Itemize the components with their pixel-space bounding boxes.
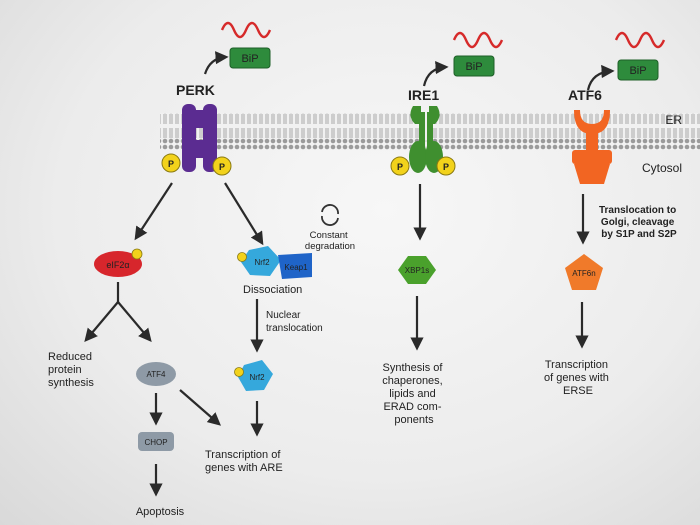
translocation-golgi-text: Translocation to Golgi, cleavage by S1P … (599, 205, 679, 240)
bip-release-arrow-atf6 (586, 64, 615, 91)
phospho-nrf2-nuclear (234, 367, 244, 377)
bip-label-atf6: BiP (629, 65, 646, 77)
atf6n-node (565, 254, 603, 290)
perk-to-eif2a-arrow (134, 182, 173, 241)
perk-label: PERK (176, 82, 215, 98)
nrf2-nuclear-node (238, 360, 273, 391)
xbp1s-node (398, 256, 436, 284)
chop-label: CHOP (144, 438, 167, 447)
apoptosis-label: Apoptosis (136, 506, 185, 518)
bip-release-arrow-ire1 (422, 61, 449, 87)
xbp1s-label: XBP1s (405, 266, 429, 275)
cytosol-label: Cytosol (642, 161, 682, 175)
eif2a-to-reduced-synthesis-arrow (84, 301, 119, 343)
perk-to-nrf2-arrow (224, 182, 264, 246)
bip-box-atf6 (617, 59, 659, 81)
er-label: ER (665, 113, 682, 127)
phospho-ire1-right (436, 156, 456, 176)
keap1-label: Keap1 (284, 263, 308, 272)
dissociation-label: Dissociation (243, 284, 302, 296)
eif2a-node (94, 251, 142, 277)
chop-node (138, 432, 174, 451)
phospho-label: P (397, 162, 403, 172)
eif2a-label: eIF2α (106, 260, 129, 270)
transcription-are-text: Transcription of genes with ARE (205, 449, 283, 474)
phospho-perk-right (212, 156, 232, 176)
synthesis-chaperones-text: Synthesis of chaperones, lipids and ERAD… (382, 362, 446, 426)
constant-degradation-text: Constant degradation (305, 230, 355, 252)
bip-label-ire1: BiP (465, 61, 482, 73)
phospho-eif2a (131, 248, 143, 260)
phospho-ire1-left (390, 156, 410, 176)
degradation-cycle-icon (321, 204, 339, 226)
bip-box-perk (229, 47, 271, 69)
atf4-label: ATF4 (147, 370, 167, 379)
transcription-erse-text: Transcription of genes with ERSE (544, 359, 612, 397)
nuclear-translocation-text: Nuclear translocation (266, 310, 323, 334)
reduced-protein-synthesis-text: Reduced protein synthesis (48, 351, 95, 389)
phospho-nrf2 (237, 252, 247, 262)
unfolded-protein-wave-ire1 (452, 31, 504, 49)
keap1-node (278, 253, 312, 279)
atf6-receptor (572, 110, 612, 184)
nrf2-nuclear-label: Nrf2 (249, 373, 265, 382)
nrf2-label: Nrf2 (254, 258, 270, 267)
atf6-label: ATF6 (568, 87, 602, 103)
phospho-label: P (219, 162, 225, 172)
unfolded-protein-wave-perk (220, 21, 272, 39)
bip-box-ire1 (453, 55, 495, 77)
phospho-label: P (443, 162, 449, 172)
atf4-to-are-arrow (179, 389, 221, 426)
atf4-node (136, 362, 176, 386)
nrf2-node (241, 246, 281, 276)
bip-label-perk: BiP (241, 53, 258, 65)
bip-release-arrow-perk (203, 51, 229, 75)
perk-receptor (182, 104, 217, 172)
atf6n-label: ATF6n (572, 269, 595, 278)
phospho-label: P (168, 159, 174, 169)
unfolded-protein-wave-atf6 (614, 31, 666, 49)
phospho-perk-left (161, 153, 181, 173)
eif2a-to-atf4-arrow (117, 301, 152, 343)
ire1-label: IRE1 (408, 87, 439, 103)
